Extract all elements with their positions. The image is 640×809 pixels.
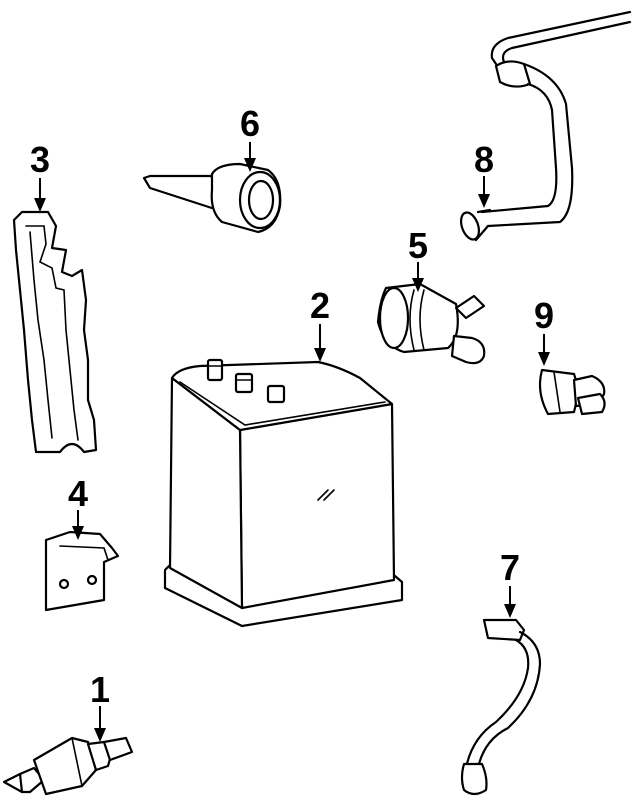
part-7-sensor <box>460 618 542 796</box>
part-6-clamp <box>142 162 282 234</box>
part-2-canister <box>163 358 404 628</box>
part-8-hose <box>459 10 632 242</box>
callout-4: 4 <box>68 473 88 514</box>
callout-6: 6 <box>240 103 260 144</box>
callout-8: 8 <box>474 139 494 180</box>
part-3-bracket <box>12 210 98 454</box>
leader-lines <box>34 142 550 742</box>
callout-3: 3 <box>30 139 50 180</box>
callout-7: 7 <box>500 547 520 588</box>
callout-5: 5 <box>408 225 428 266</box>
part-1-filter <box>2 736 134 796</box>
part-5-solenoid <box>376 282 486 365</box>
part-9-valve <box>538 368 606 416</box>
callout-1: 1 <box>90 669 110 710</box>
callout-2: 2 <box>310 285 330 326</box>
part-4-bracket <box>44 530 120 612</box>
callout-9: 9 <box>534 295 554 336</box>
